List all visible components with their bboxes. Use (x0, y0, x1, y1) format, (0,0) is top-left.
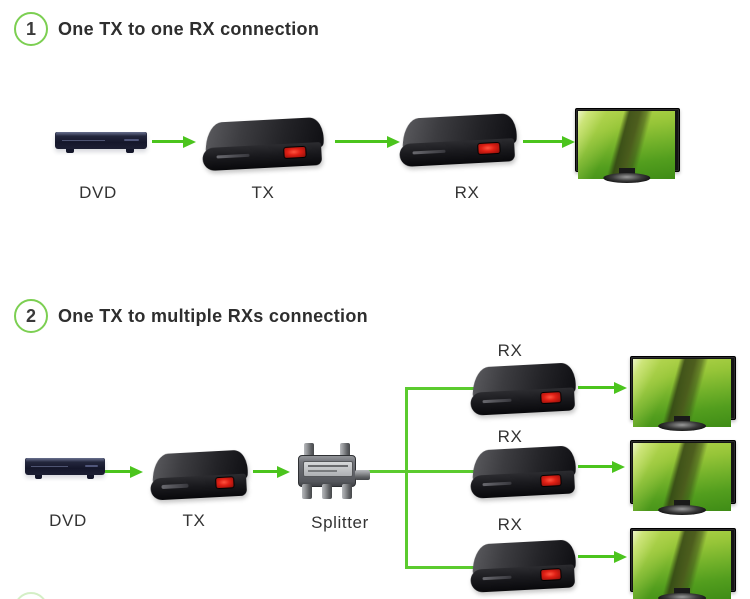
connector-line-branch-top (405, 387, 485, 390)
dvd-player-graphic (25, 454, 105, 482)
tv-stand-neck (674, 500, 690, 507)
flow-arrow-icon (523, 140, 562, 143)
led-display-icon (283, 146, 306, 158)
section1-title: One TX to one RX connection (58, 19, 320, 39)
flow-arrow-icon (578, 386, 614, 389)
connector-line-vertical (405, 387, 408, 569)
rx-device-graphic (398, 112, 520, 169)
tv-graphic (575, 108, 680, 183)
splitter-port (342, 484, 352, 499)
led-display-icon (541, 474, 561, 486)
led-display-icon (478, 142, 500, 154)
tv-graphic (630, 440, 736, 515)
tv-stand-neck (618, 168, 635, 175)
tv-stand-base (658, 505, 706, 515)
flow-arrow-icon (335, 140, 387, 143)
section3-number-badge-partial (14, 592, 48, 599)
tx-device-graphic (201, 116, 327, 173)
rx-device-graphic (469, 445, 579, 501)
splitter-label: Splitter (311, 513, 369, 532)
section2-number-badge: 2 (14, 299, 48, 333)
connector-line-feed (367, 470, 485, 473)
rx-label: RX (497, 427, 523, 446)
splitter-label-plate (303, 460, 353, 477)
flow-arrow-icon (578, 555, 614, 558)
tv-stand-base (658, 421, 706, 431)
dvd-tray-line (31, 466, 69, 467)
dvd-foot (66, 149, 75, 153)
flow-arrow-icon (105, 470, 130, 473)
flow-arrow-icon (253, 470, 277, 473)
splitter-port (340, 443, 350, 458)
led-display-icon (541, 391, 561, 403)
dvd-buttons (124, 139, 139, 141)
rx-device-graphic (469, 539, 579, 595)
dvd-buttons (85, 465, 98, 467)
tx-label: TX (182, 511, 206, 530)
led-display-icon (216, 477, 234, 489)
tv-stand-neck (674, 416, 690, 423)
rx-label: RX (497, 515, 523, 534)
splitter-port (322, 484, 332, 499)
dvd-tray-line (62, 140, 105, 141)
dvd-label: DVD (49, 511, 87, 530)
section1-number-badge: 1 (14, 12, 48, 46)
flow-arrow-icon (578, 465, 612, 468)
tv-graphic (630, 356, 736, 431)
splitter-body (298, 455, 356, 487)
dvd-player-graphic (55, 128, 147, 156)
tv-screen (578, 111, 675, 179)
splitter-graphic (296, 443, 370, 499)
dvd-foot (125, 149, 135, 153)
dvd-sheen (25, 458, 105, 462)
section2-title: One TX to multiple RXs connection (58, 306, 368, 326)
rx-label: RX (497, 341, 523, 360)
splitter-port (302, 484, 312, 499)
rx-label: RX (454, 183, 480, 202)
splitter-port (304, 443, 314, 458)
dvd-label: DVD (79, 183, 117, 202)
tv-screen (633, 443, 731, 511)
led-display-icon (541, 568, 561, 580)
flow-arrow-icon (152, 140, 183, 143)
dvd-foot (86, 475, 94, 479)
tx-label: TX (251, 183, 275, 202)
tv-stand-base (602, 173, 651, 183)
tv-screen (633, 531, 731, 599)
tv-stand-neck (674, 588, 690, 595)
tv-stand-base (658, 593, 706, 599)
dvd-foot (34, 475, 42, 479)
dvd-sheen (55, 132, 147, 136)
splitter-port (355, 470, 370, 480)
connector-line-branch-bottom (405, 566, 485, 569)
tv-graphic (630, 528, 736, 599)
tv-screen (633, 359, 731, 427)
rx-device-graphic (469, 362, 579, 418)
tx-device-graphic (149, 449, 251, 502)
